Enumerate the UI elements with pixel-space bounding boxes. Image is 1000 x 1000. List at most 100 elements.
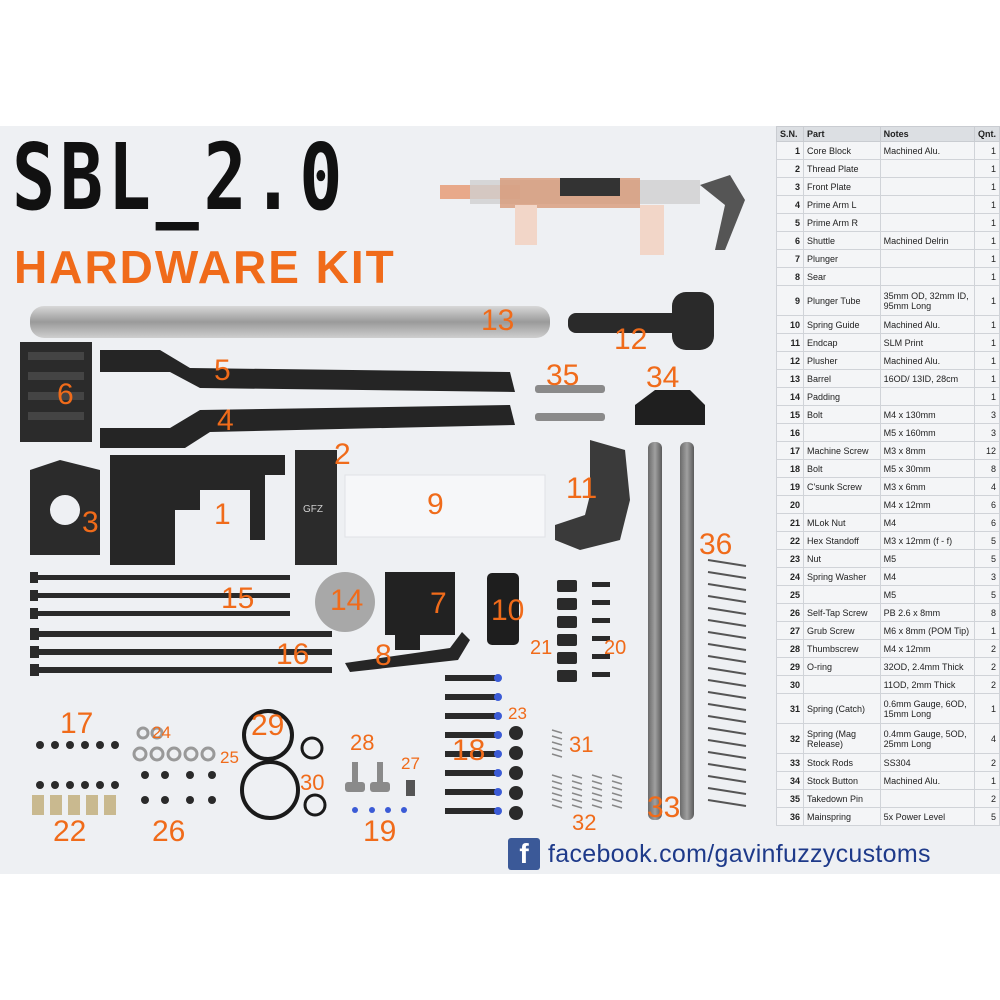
table-cell-part: Mainspring <box>803 807 881 826</box>
callout-9: 9 <box>427 488 444 521</box>
callout-26: 26 <box>152 815 186 848</box>
part-2-thread-plate: GFZ <box>295 450 337 565</box>
table-cell-qty: 2 <box>974 657 1000 676</box>
part-27-grub-screw <box>406 780 415 796</box>
table-cell-sn: 11 <box>776 333 804 352</box>
table-cell-notes: M5 x 160mm <box>879 423 976 442</box>
table-cell-qty: 1 <box>974 141 1000 160</box>
callout-20: 20 <box>604 637 627 659</box>
part-3-front-plate <box>30 460 100 555</box>
table-cell-qty: 1 <box>974 267 1000 286</box>
table-cell-part: Shuttle <box>803 231 881 250</box>
table-cell-notes <box>879 267 976 286</box>
callout-17: 17 <box>60 707 94 740</box>
col-notes: Notes <box>879 126 976 142</box>
callout-16: 16 <box>276 638 310 671</box>
table-cell-sn: 27 <box>776 621 804 640</box>
table-cell-qty: 4 <box>974 477 1000 496</box>
table-cell-notes: M4 <box>879 567 976 586</box>
callout-18: 18 <box>452 734 486 767</box>
table-cell-sn: 18 <box>776 459 804 478</box>
part-33-stock-rod <box>648 442 662 820</box>
table-cell-qty: 1 <box>974 387 1000 406</box>
table-cell-qty: 3 <box>974 567 1000 586</box>
table-cell-notes: M5 x 30mm <box>879 459 976 478</box>
table-cell-part: Padding <box>803 387 881 406</box>
facebook-link[interactable]: f facebook.com/gavinfuzzycustoms <box>508 837 931 871</box>
table-cell-part: Thread Plate <box>803 159 881 178</box>
table-cell-part: Takedown Pin <box>803 789 881 808</box>
table-cell-part: Stock Button <box>803 771 881 790</box>
part-11-endcap <box>555 440 630 550</box>
table-cell-part: Stock Rods <box>803 753 881 772</box>
table-cell-part <box>803 675 881 694</box>
table-cell-part: Self-Tap Screw <box>803 603 881 622</box>
part-23-nuts <box>509 726 523 820</box>
callout-4: 4 <box>217 404 234 437</box>
part-5-prime-arm <box>100 350 515 392</box>
table-cell-qty: 2 <box>974 639 1000 658</box>
part-20-csunk-screws <box>592 582 610 677</box>
parts-photo: GFZ <box>20 175 747 820</box>
callout-2: 2 <box>334 438 351 471</box>
table-cell-part <box>803 495 881 514</box>
facebook-url[interactable]: facebook.com/gavinfuzzycustoms <box>548 839 931 868</box>
table-header-row: S.N. Part Notes Qnt. <box>776 126 1000 142</box>
callout-6: 6 <box>57 378 74 411</box>
col-qty: Qnt. <box>974 126 1000 142</box>
table-cell-part: C'sunk Screw <box>803 477 881 496</box>
callout-31: 31 <box>569 732 594 757</box>
part-14-padding <box>315 572 375 632</box>
table-cell-qty: 1 <box>974 771 1000 790</box>
table-cell-notes: M4 x 130mm <box>879 405 976 424</box>
table-cell-part: Sear <box>803 267 881 286</box>
table-cell-sn: 35 <box>776 789 804 808</box>
table-cell-part: Endcap <box>803 333 881 352</box>
part-10-spring-guide <box>487 573 519 645</box>
table-cell-notes: M4 <box>879 513 976 532</box>
callout-27: 27 <box>401 754 420 773</box>
brand-mark: GFZ <box>303 504 323 515</box>
callout-25: 25 <box>220 748 239 767</box>
table-cell-notes: PB 2.6 x 8mm <box>879 603 976 622</box>
table-cell-qty: 2 <box>974 753 1000 772</box>
table-cell-notes <box>879 387 976 406</box>
table-cell-sn: 7 <box>776 249 804 268</box>
table-cell-notes: M3 x 12mm (f - f) <box>879 531 976 550</box>
table-cell-notes: 5x Power Level <box>879 807 976 826</box>
table-cell-notes <box>879 195 976 214</box>
table-cell-qty: 1 <box>974 159 1000 178</box>
part-12-plusher <box>568 292 714 350</box>
table-cell-sn: 16 <box>776 423 804 442</box>
table-cell-qty: 5 <box>974 549 1000 568</box>
callout-23: 23 <box>508 704 527 723</box>
callout-15: 15 <box>221 582 255 615</box>
part-26-self-tap-screws <box>141 771 216 804</box>
callout-32: 32 <box>572 810 597 835</box>
table-cell-part: Front Plate <box>803 177 881 196</box>
table-cell-notes: Machined Alu. <box>879 141 976 160</box>
table-cell-sn: 19 <box>776 477 804 496</box>
part-33-stock-rod <box>680 442 694 820</box>
table-cell-notes: M3 x 6mm <box>879 477 976 496</box>
